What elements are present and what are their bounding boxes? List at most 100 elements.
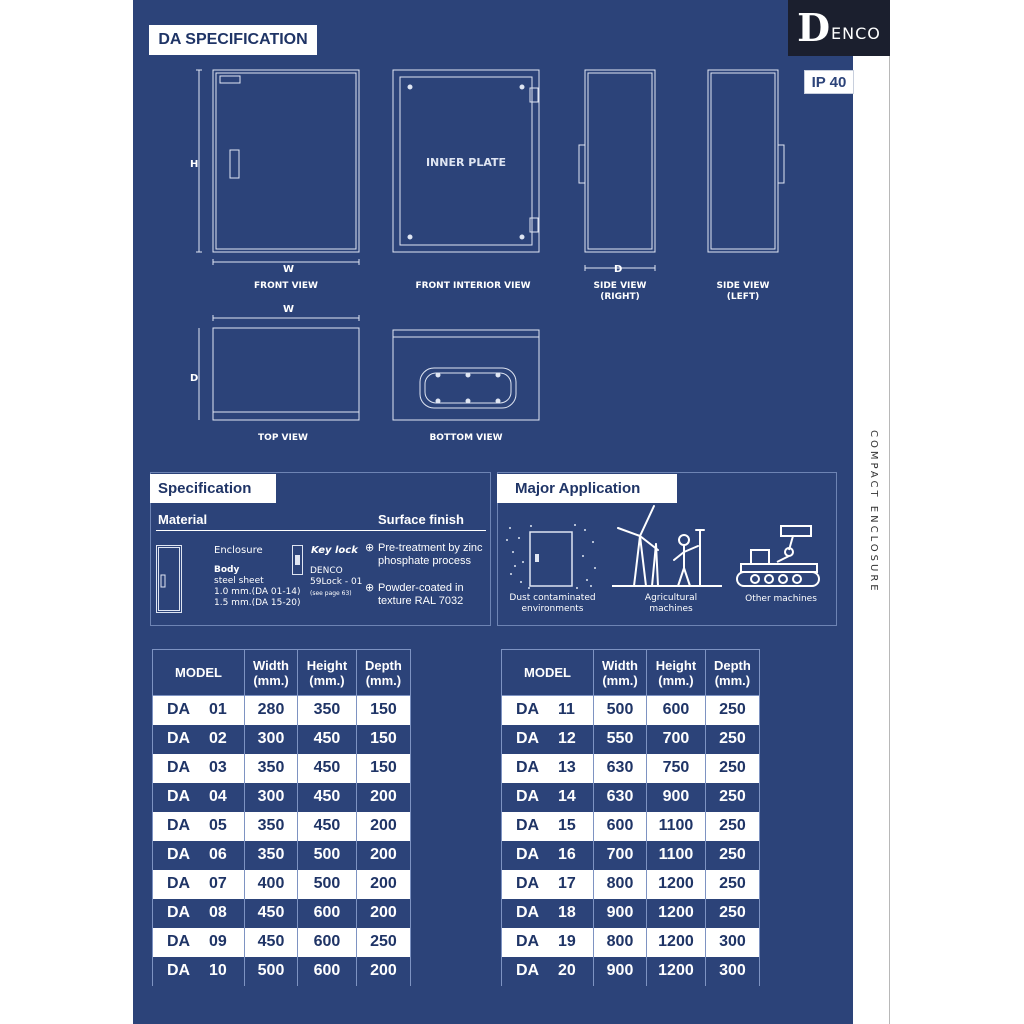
- height-cell: 750: [646, 753, 706, 783]
- dim-label-d-side: D: [614, 264, 623, 275]
- height-cell: 1200: [646, 898, 706, 928]
- top-view-label: TOP VIEW: [258, 433, 308, 443]
- model-number: 04: [209, 788, 227, 805]
- front-view-label: FRONT VIEW: [254, 281, 318, 291]
- enclosure-label: Enclosure: [214, 545, 263, 556]
- model-cell: DA 13: [501, 753, 594, 783]
- front-interior-view-label: FRONT INTERIOR VIEW: [415, 281, 531, 291]
- model-number: 08: [209, 904, 227, 921]
- side-category-label: COMPACT ENCLOSURE: [868, 430, 879, 594]
- lock-page-ref: (see page 63): [310, 590, 352, 597]
- col-width-header: Width(mm.): [243, 649, 299, 696]
- model-number: 12: [558, 730, 576, 747]
- model-number: 06: [209, 846, 227, 863]
- section-title: DA SPECIFICATION: [149, 25, 317, 55]
- model-number: 11: [558, 701, 575, 719]
- depth-cell: 200: [355, 840, 412, 870]
- width-cell: 300: [243, 724, 299, 754]
- bottom-view-label: BOTTOM VIEW: [429, 433, 503, 443]
- width-cell: 450: [243, 898, 299, 928]
- depth-cell: 250: [704, 811, 761, 841]
- application-title: Major Application: [497, 474, 677, 503]
- model-prefix: DA: [167, 701, 191, 719]
- model-prefix: DA: [516, 759, 540, 776]
- specification-divider: [156, 530, 486, 531]
- width-cell: 500: [243, 956, 299, 986]
- application-item-agri-line2: machines: [649, 604, 693, 614]
- height-cell: 1200: [646, 869, 706, 899]
- model-number: 10: [209, 962, 227, 979]
- enclosure-drawings: [196, 69, 785, 421]
- model-prefix: DA: [516, 817, 540, 834]
- inner-plate-label: INNER PLATE: [425, 156, 507, 169]
- height-cell: 450: [297, 811, 357, 841]
- depth-cell: 200: [355, 869, 412, 899]
- model-number: 05: [209, 817, 227, 834]
- finish-bullet-2: ⊕: [365, 582, 375, 594]
- col-height-title: Height: [306, 657, 348, 673]
- height-cell: 450: [297, 753, 357, 783]
- model-prefix: DA: [516, 730, 540, 747]
- model-prefix: DA: [167, 933, 191, 950]
- width-cell: 630: [592, 782, 648, 812]
- wind-turbine-farmer-icon: [612, 505, 722, 587]
- model-prefix: DA: [167, 904, 191, 921]
- enclosure-thumbnail-icon: [156, 545, 182, 613]
- model-prefix: DA: [516, 788, 540, 805]
- application-item-other: Other machines: [745, 594, 817, 604]
- lock-brand: DENCO: [310, 566, 343, 576]
- side-view-right-label: SIDE VIEW (RIGHT): [585, 281, 655, 303]
- height-cell: 600: [297, 898, 357, 928]
- col-width-unit: (mm.): [602, 672, 638, 688]
- application-item-agri: Agricultural machines: [625, 593, 717, 615]
- models-table-right: MODEL Width(mm.) Height(mm.) Depth(mm.) …: [501, 649, 761, 986]
- depth-cell: 250: [704, 695, 761, 725]
- depth-cell: 200: [355, 811, 412, 841]
- side-view-right-drawing: [584, 69, 656, 253]
- depth-cell: 250: [355, 927, 412, 957]
- col-depth-title: Depth: [365, 657, 402, 673]
- col-width-header: Width(mm.): [592, 649, 648, 696]
- col-width-title: Width: [253, 657, 289, 673]
- front-view-drawing: [212, 69, 360, 253]
- model-number: 02: [209, 730, 227, 747]
- col-height-unit: (mm.): [658, 672, 694, 688]
- material-heading: Material: [158, 512, 208, 527]
- logo-initial: D: [797, 5, 831, 50]
- col-width-title: Width: [602, 657, 638, 673]
- width-cell: 350: [243, 753, 299, 783]
- application-item-agri-line1: Agricultural: [644, 593, 698, 603]
- model-prefix: DA: [516, 962, 540, 979]
- side-view-left-drawing: [707, 69, 779, 253]
- finish-item-2-line2: texture RAL 7032: [378, 595, 464, 607]
- model-prefix: DA: [167, 759, 191, 776]
- dim-label-h: H: [190, 159, 199, 170]
- model-number: 13: [558, 759, 576, 776]
- model-number: 14: [558, 788, 576, 805]
- side-view-left-label: SIDE VIEW (LEFT): [708, 281, 778, 303]
- width-cell: 280: [243, 695, 299, 725]
- side-view-left-line2: (LEFT): [726, 292, 760, 302]
- finish-item-2: Powder-coated in texture RAL 7032: [378, 582, 464, 608]
- height-cell: 600: [297, 956, 357, 986]
- width-cell: 800: [592, 927, 648, 957]
